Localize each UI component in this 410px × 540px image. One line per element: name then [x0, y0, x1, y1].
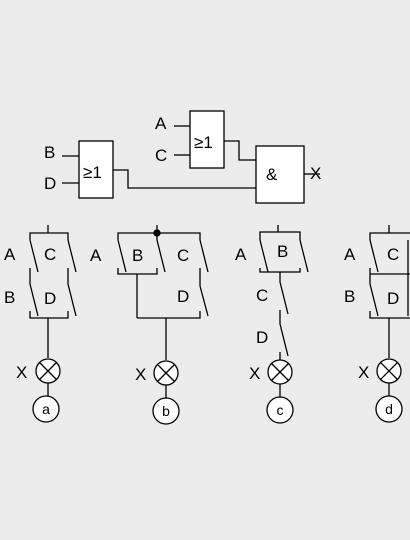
switch-b	[369, 283, 379, 317]
switch-a	[259, 239, 269, 273]
caption-a-text: a	[42, 401, 50, 417]
or-gate-ac-symbol: ≥1	[194, 133, 213, 152]
switch-c	[199, 239, 209, 273]
lamp-d-label: X	[358, 363, 369, 382]
circuit-b-label-b: B	[132, 246, 143, 265]
circuit-a-label-d: D	[44, 289, 56, 308]
lamp-b: X	[135, 360, 179, 398]
circuit-d-label-c: C	[387, 245, 399, 264]
junction-dot	[153, 229, 161, 237]
circuit-c-label-c: C	[256, 286, 268, 305]
circuit-d-label-b: B	[344, 287, 355, 306]
or-gate-bd-input-b: B	[44, 143, 55, 162]
caption-c-text: c	[277, 402, 284, 418]
circuit-d: A C B D	[344, 225, 410, 358]
circuit-d-label-a: A	[344, 245, 356, 264]
circuit-b: A B C D	[90, 225, 209, 360]
and-gate-box	[255, 145, 305, 204]
switch-b	[156, 239, 166, 273]
wire-gate2-to-and	[224, 140, 256, 161]
switch-a	[369, 239, 379, 273]
circuit-a-label-a: A	[4, 245, 16, 264]
circuit-d-label-d: D	[387, 289, 399, 308]
switch-d	[199, 285, 209, 317]
circuit-a-label-b: B	[4, 288, 15, 307]
lamp-c: X	[249, 359, 293, 397]
circuit-b-label-d: D	[177, 287, 189, 306]
or-gate-bd-input-d: D	[44, 174, 56, 193]
or-gate-ac-box	[189, 110, 225, 169]
or-gate-ac-input-a: A	[155, 114, 167, 133]
or-gate-bd-box	[78, 140, 114, 199]
circuit-a: A C B D	[4, 225, 77, 358]
lamp-a-label: X	[16, 363, 27, 382]
and-gate: & X	[255, 145, 321, 204]
caption-d: d	[375, 395, 403, 423]
caption-c: c	[266, 396, 294, 424]
switch-c	[67, 239, 77, 273]
lamp-b-label: X	[135, 365, 146, 384]
switch-a	[117, 239, 127, 273]
switch-a	[29, 239, 39, 273]
caption-b-text: b	[162, 403, 170, 419]
circuit-b-label-c: C	[177, 246, 189, 265]
circuit-c-label-b: B	[277, 242, 288, 261]
circuit-c-label-a: A	[235, 245, 247, 264]
or-gate-ac-input-c: C	[155, 146, 167, 165]
switch-b	[299, 239, 309, 273]
or-gate-bd: ≥1 B D	[44, 140, 114, 199]
caption-d-text: d	[385, 401, 393, 417]
switch-b	[29, 283, 39, 317]
and-gate-symbol: &	[266, 165, 278, 184]
lamp-a: X	[16, 358, 61, 396]
lamp-c-label: X	[249, 364, 260, 383]
circuit-b-label-a: A	[90, 246, 102, 265]
wire-gate1-to-and	[113, 169, 256, 189]
and-gate-output-x: X	[310, 164, 321, 183]
caption-a: a	[32, 395, 60, 423]
lamp-d: X	[358, 358, 402, 396]
or-gate-ac: ≥1 A C	[155, 110, 225, 169]
switch-d	[279, 323, 289, 357]
circuit-c-label-d: D	[256, 328, 268, 347]
switch-c	[279, 281, 289, 315]
caption-b: b	[152, 397, 180, 425]
circuit-c: A B C D	[235, 225, 309, 360]
or-gate-bd-symbol: ≥1	[83, 163, 102, 182]
circuit-a-label-c: C	[44, 245, 56, 264]
switch-d	[67, 283, 77, 317]
